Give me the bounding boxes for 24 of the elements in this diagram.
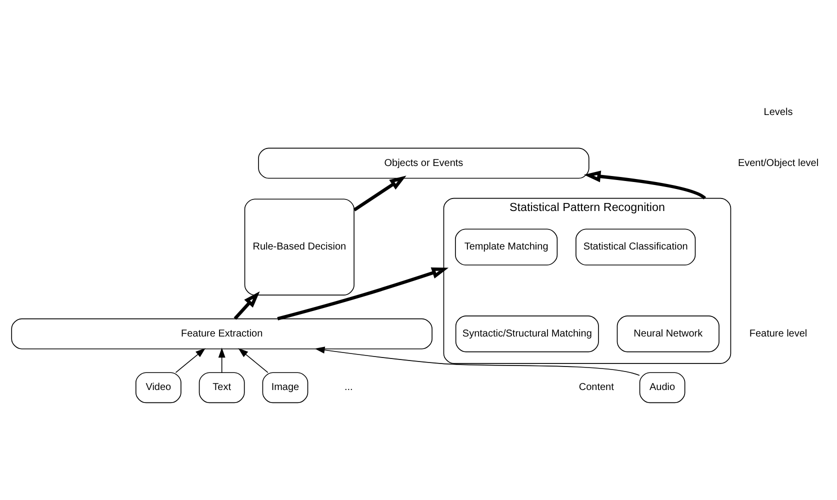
arrow [314,346,640,376]
node-box: Feature Extraction [11,318,432,350]
label: Feature level [749,328,808,340]
node-box: Neural Network [616,315,720,352]
node-box: Statistical Classification [576,228,696,266]
node-box: Audio [639,372,686,404]
arrow [234,291,260,320]
node-box: Template Matching [455,228,558,266]
label: ... [344,382,353,394]
arrow [238,348,268,373]
node-box: Image [262,372,308,404]
label: Content [578,382,614,394]
node-box: Video [135,372,182,404]
node-box: Rule-Based Decision [244,198,354,296]
arrow [175,348,206,373]
arrow [218,348,226,373]
arrow [277,267,449,320]
arrow [353,176,406,212]
label: Event/Object level [738,158,819,169]
node-box: Text [198,372,245,404]
node-box: Syntactic/Structural Matching [455,315,599,352]
label: Levels [764,106,793,118]
arrow [584,170,706,200]
node-box: Objects or Events [258,148,590,179]
